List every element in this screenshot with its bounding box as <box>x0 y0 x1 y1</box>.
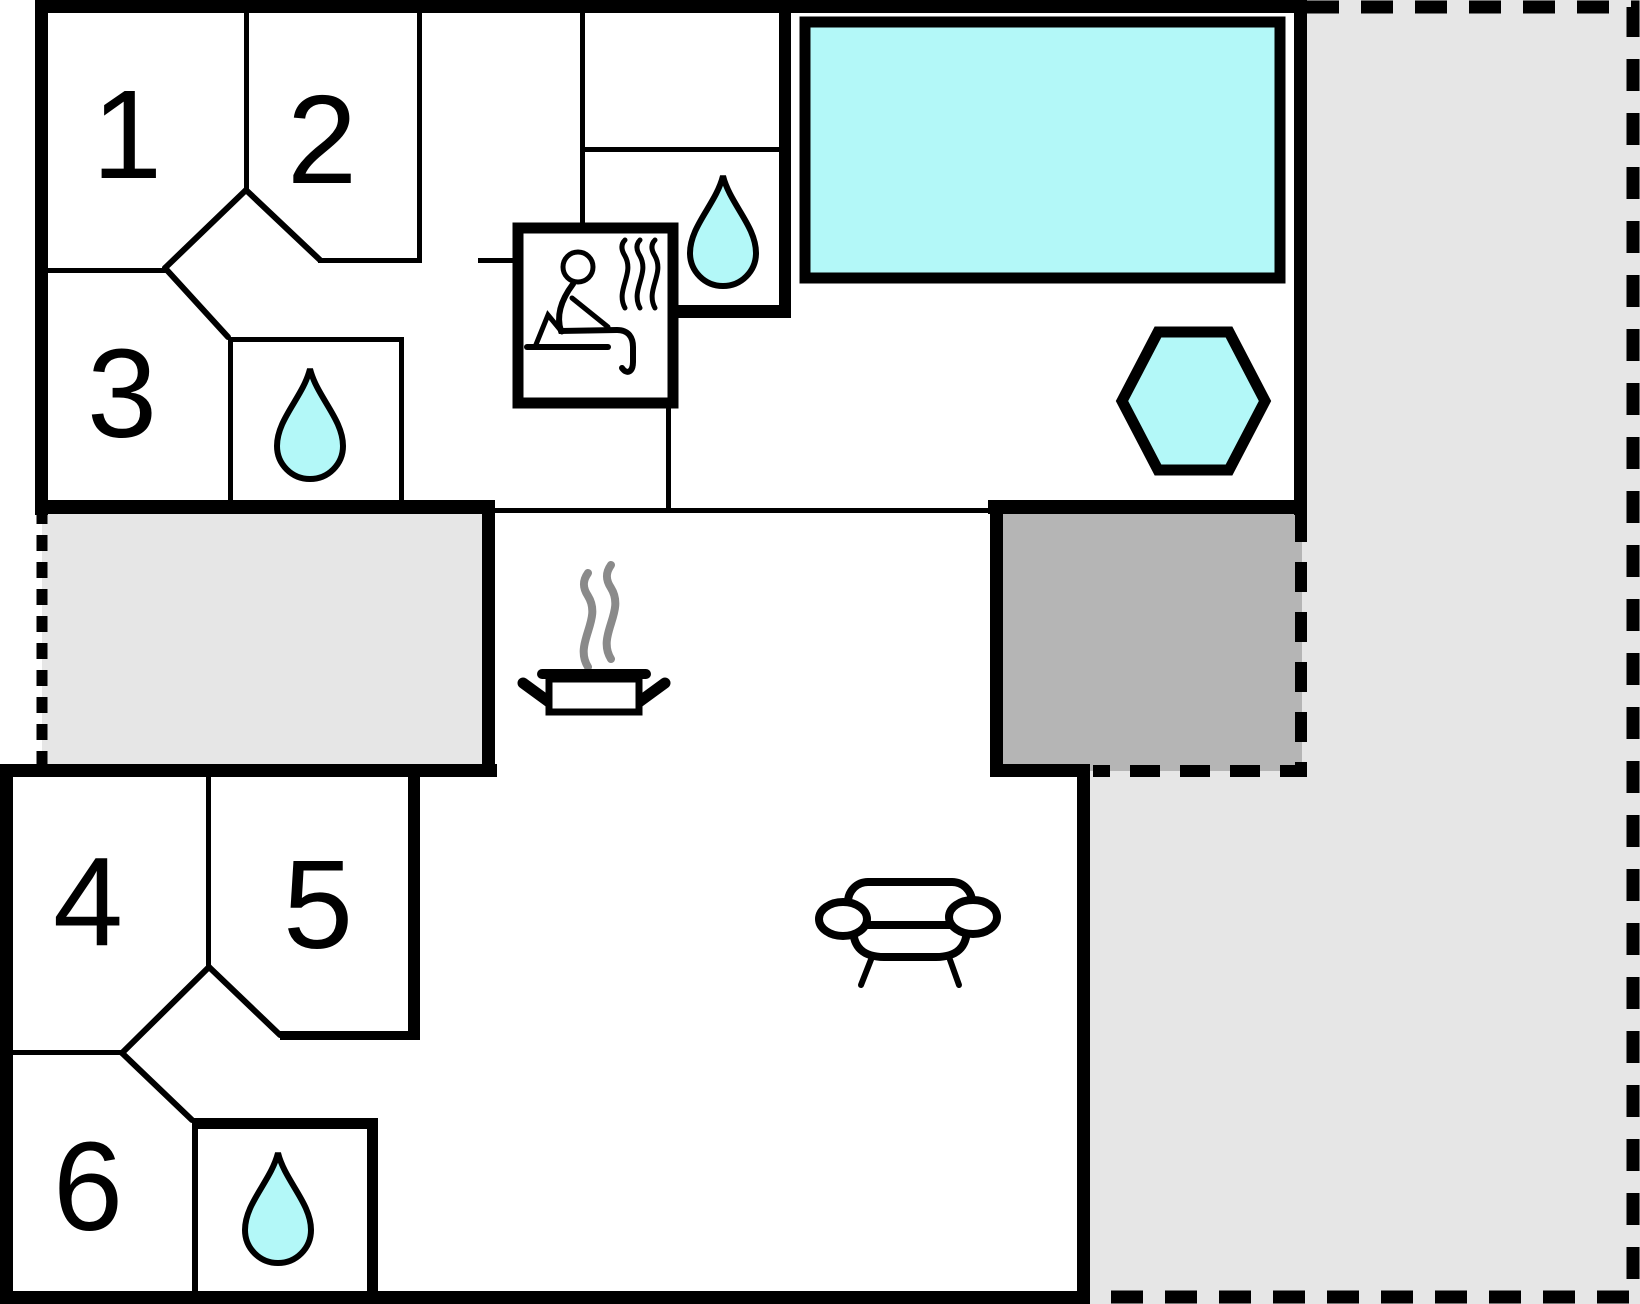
terrace-covered-dark <box>995 507 1302 771</box>
interior-walls-top <box>48 0 990 513</box>
outer-walls-bottom-building <box>0 500 1090 1304</box>
interior-walls-bottom <box>13 764 420 1304</box>
room-5-label: 5 <box>283 834 353 975</box>
terrace-right-dashed-border <box>1093 0 1640 1304</box>
terrace-left <box>42 505 492 770</box>
terrace-covered-dashed-border <box>1093 512 1307 777</box>
sofa-icon <box>815 878 1001 988</box>
stove-pot-icon <box>517 565 671 716</box>
room-6-label: 6 <box>53 1116 123 1257</box>
room-3: 3 <box>87 323 157 464</box>
room-1: 1 <box>92 64 162 205</box>
water-drop-icon-bottom <box>241 1152 315 1266</box>
room-2-label: 2 <box>287 69 357 210</box>
room-4-label: 4 <box>53 831 123 972</box>
room-5: 5 <box>283 834 353 975</box>
water-drop-icon-top <box>686 175 760 289</box>
terrace-right-large <box>1085 0 1640 1304</box>
steam-icon <box>584 565 616 667</box>
water-drop-icon-left <box>273 368 347 482</box>
room-3-label: 3 <box>87 323 157 464</box>
whirlpool-hexagon-icon <box>1115 326 1272 476</box>
outer-walls-top-building <box>35 0 1307 515</box>
room-1-label: 1 <box>92 64 162 205</box>
room-4: 4 <box>53 831 123 972</box>
room-2: 2 <box>287 69 357 210</box>
room-6: 6 <box>53 1116 123 1257</box>
sauna-icon <box>512 222 679 409</box>
swimming-pool <box>799 16 1286 284</box>
